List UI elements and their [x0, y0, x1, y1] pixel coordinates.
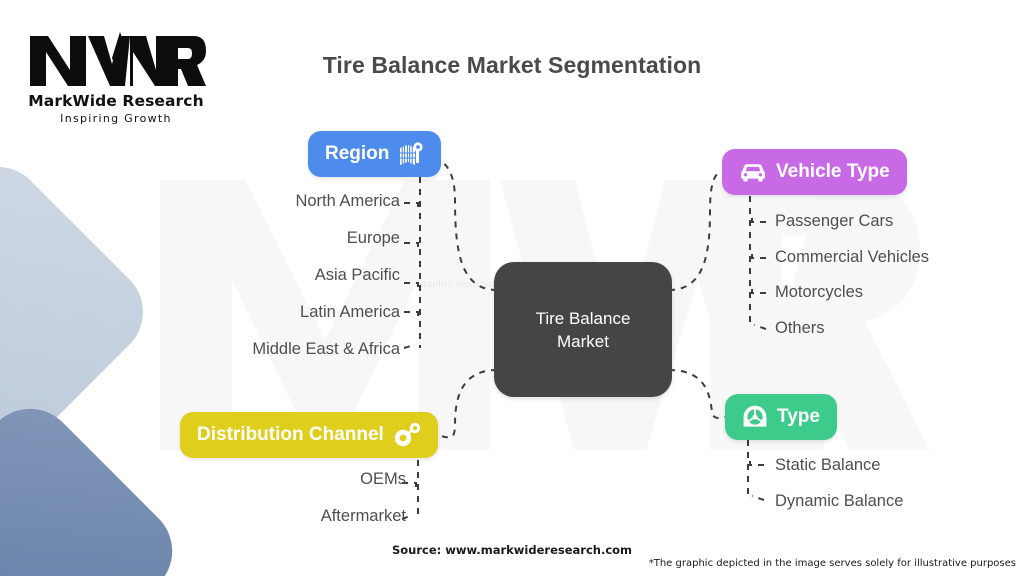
list-item[interactable]: Static Balance: [775, 456, 881, 474]
distribution-node-icon: [393, 422, 421, 448]
list-item[interactable]: Passenger Cars: [775, 212, 894, 230]
list-item[interactable]: Middle East & Africa: [252, 340, 400, 358]
branch-label-type: Type: [777, 406, 820, 427]
branch-items-region: North America Europe Asia Pacific Latin …: [0, 193, 400, 378]
logo-company-name: MarkWide Research: [28, 92, 204, 110]
list-item[interactable]: Asia Pacific: [314, 266, 400, 284]
list-item[interactable]: Aftermarket: [320, 507, 406, 525]
list-item[interactable]: Commercial Vehicles: [775, 247, 930, 266]
branch-items-vehicle-type: Passenger Cars Commercial Vehicles Motor…: [775, 213, 929, 355]
list-item[interactable]: Latin America: [300, 303, 400, 321]
branch-pill-vehicle-type[interactable]: Vehicle Type: [722, 149, 907, 195]
list-item[interactable]: OEMs: [360, 470, 406, 488]
list-item[interactable]: Motorcycles: [775, 283, 864, 301]
branch-pill-region[interactable]: Region: [308, 131, 442, 177]
tire-wheel-icon: [742, 404, 768, 430]
branch-items-distribution-channel: OEMs Aftermarket: [0, 471, 406, 545]
center-watermark-text: Graphic depicted: [415, 278, 496, 290]
source-attribution: Source: www.markwideresearch.com: [391, 543, 633, 557]
list-item[interactable]: Europe: [346, 229, 400, 247]
car-icon: [739, 160, 767, 184]
company-logo: MarkWide Research Inspiring Growth: [26, 28, 206, 125]
list-item[interactable]: Dynamic Balance: [775, 491, 904, 510]
list-item[interactable]: Others: [775, 318, 825, 337]
disclaimer-text: *The graphic depicted in the image serve…: [648, 558, 1016, 569]
center-node-label-line1: Tire Balance: [535, 308, 631, 328]
map-pin-icon: [398, 141, 424, 167]
center-node-label-line2: Market: [557, 331, 609, 351]
branch-label-region: Region: [325, 143, 390, 164]
branch-pill-distribution-channel[interactable]: Distribution Channel: [180, 412, 438, 458]
page-title: Tire Balance Market Segmentation: [322, 52, 702, 78]
logo-tagline: Inspiring Growth: [60, 112, 172, 125]
branch-label-vehicle-type: Vehicle Type: [776, 161, 890, 182]
branch-items-type: Static Balance Dynamic Balance: [775, 457, 903, 528]
mwr-logo-mark: [30, 32, 206, 86]
branch-label-distribution-channel: Distribution Channel: [197, 424, 384, 445]
center-node[interactable]: Tire Balance Market: [494, 262, 672, 397]
list-item[interactable]: North America: [295, 192, 400, 210]
branch-pill-type[interactable]: Type: [725, 394, 837, 440]
